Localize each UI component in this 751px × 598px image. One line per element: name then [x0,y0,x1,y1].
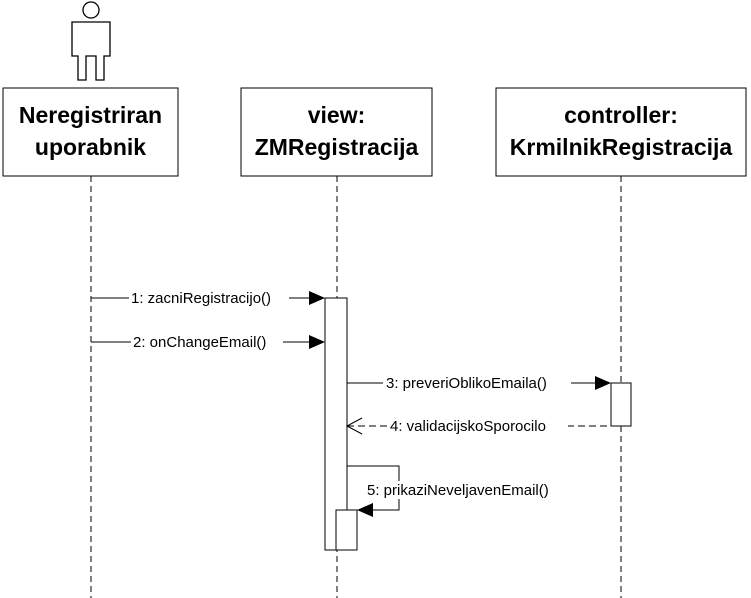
participant-user-label-1: Neregistriran [19,102,162,128]
arrowhead-filled-icon [595,376,611,390]
message-5: 5: prikaziNeveljavenEmail() [347,465,574,517]
arrowhead-open-icon [345,417,363,435]
participant-user: Neregistriran uporabnik [2,87,179,177]
participant-view-label-2: ZMRegistracija [255,134,419,160]
message-3-label: 3: preveriOblikoEmaila() [386,375,547,392]
participant-view: view: ZMRegistracija [240,87,433,177]
arrowhead-filled-icon [357,503,373,517]
activation-view-nested [335,509,358,551]
activation-controller [610,382,632,427]
participant-user-label-2: uporabnik [35,134,146,160]
participant-view-label-1: view: [308,102,366,128]
message-4: 4: validacijskoSporocilo [345,417,611,435]
message-1: 1: zacniRegistracijo() [91,289,325,307]
arrowhead-filled-icon [309,291,325,305]
arrowhead-filled-icon [309,335,325,349]
actor-icon [71,1,111,81]
message-5-label: 5: prikaziNeveljavenEmail() [367,482,549,499]
participant-controller-label-1: controller: [564,102,678,128]
message-3: 3: preveriOblikoEmaila() [347,374,611,392]
message-2: 2: onChangeEmail() [91,333,325,351]
message-4-label: 4: validacijskoSporocilo [390,418,546,435]
participant-controller: controller: KrmilnikRegistracija [495,87,747,177]
message-1-label: 1: zacniRegistracijo() [131,290,271,307]
message-2-label: 2: onChangeEmail() [133,334,266,351]
participant-controller-label-2: KrmilnikRegistracija [510,134,733,160]
